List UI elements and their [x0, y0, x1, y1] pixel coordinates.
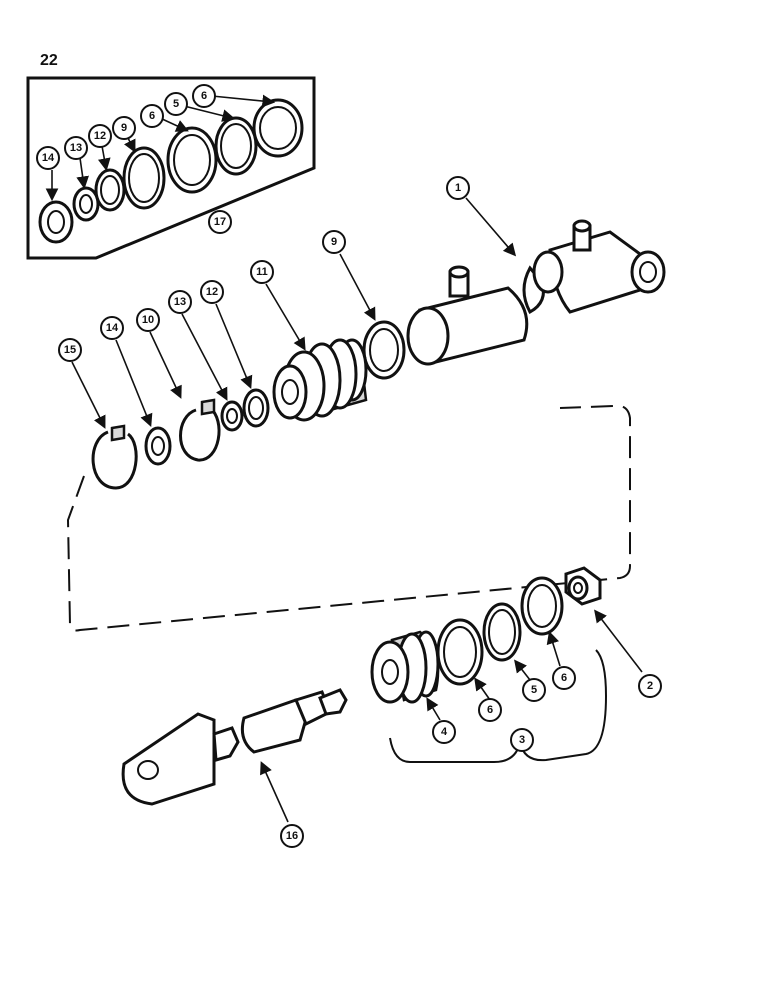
callout-text: 1 [455, 182, 461, 194]
cylinder-barrel [406, 219, 666, 366]
callout-text: 6 [149, 110, 155, 122]
seal-kit-inset [26, 76, 316, 260]
ring-6-lower-b [520, 576, 564, 636]
kit-ring-13 [72, 186, 100, 222]
callout-13: 13 [168, 290, 192, 314]
snap-ring-15 [91, 424, 138, 490]
callout-9: 9 [322, 230, 346, 254]
ring-9 [362, 320, 406, 380]
callout-text: 14 [106, 322, 119, 334]
callout-text: 4 [441, 726, 448, 738]
callout-text: 6 [487, 704, 493, 716]
nut-2 [564, 566, 602, 606]
callout-text: 9 [331, 236, 337, 248]
callout-12: 12 [200, 280, 224, 304]
ring-12 [242, 388, 270, 428]
snap-ring-10 [179, 398, 221, 462]
callout-6-kit-b: 6 [192, 84, 216, 108]
callout-text: 9 [121, 122, 127, 134]
callout-11: 11 [250, 260, 274, 284]
callout-6-lower-b: 6 [552, 666, 576, 690]
callout-text: 16 [286, 830, 298, 842]
callout-9-kit: 9 [112, 116, 136, 140]
kit-ring-9 [122, 146, 166, 210]
callout-text: 14 [42, 152, 55, 164]
callout-12-kit: 12 [88, 124, 112, 148]
rod-guide-4 [370, 630, 440, 704]
callout-text: 6 [561, 672, 567, 684]
leader-lines [71, 197, 643, 823]
callout-6-lower-a: 6 [478, 698, 502, 722]
kit-ring-12 [94, 168, 126, 212]
callout-text: 10 [142, 314, 154, 326]
callout-3: 3 [510, 728, 534, 752]
dashed-group-outline [66, 404, 631, 632]
kit-ring-6b [252, 98, 304, 158]
callout-text: 11 [256, 266, 268, 278]
callout-text: 12 [94, 130, 106, 142]
kit-ring-5 [214, 116, 258, 176]
kit-ring-6a [166, 126, 218, 194]
ring-5-lower [482, 602, 522, 662]
callout-14-kit: 14 [36, 146, 60, 170]
callout-5-lower: 5 [522, 678, 546, 702]
callout-15: 15 [58, 338, 82, 362]
callout-text: 13 [174, 296, 186, 308]
callout-text: 5 [173, 98, 179, 110]
callout-4: 4 [432, 720, 456, 744]
ring-6-lower-a [436, 618, 484, 686]
callout-text: 17 [214, 216, 226, 228]
callout-text: 3 [519, 734, 525, 746]
piston-11 [272, 338, 368, 422]
callout-text: 6 [201, 90, 207, 102]
callout-text: 13 [70, 142, 82, 154]
callout-10: 10 [136, 308, 160, 332]
callout-2: 2 [638, 674, 662, 698]
page-number: 22 [40, 52, 58, 69]
callout-text: 15 [64, 344, 76, 356]
callout-17: 17 [208, 210, 232, 234]
kit-ring-14 [38, 200, 74, 244]
ring-13 [220, 400, 244, 432]
callout-1: 1 [446, 176, 470, 200]
ring-14 [144, 426, 172, 466]
callout-14: 14 [100, 316, 124, 340]
callout-16: 16 [280, 824, 304, 848]
callout-text: 5 [531, 684, 537, 696]
bracket-right [595, 649, 607, 697]
callout-text: 2 [647, 680, 653, 692]
callout-text: 12 [206, 286, 218, 298]
callout-6-kit-a: 6 [140, 104, 164, 128]
callout-5-kit: 5 [164, 92, 188, 116]
callout-13-kit: 13 [64, 136, 88, 160]
piston-rod-16 [121, 688, 348, 806]
